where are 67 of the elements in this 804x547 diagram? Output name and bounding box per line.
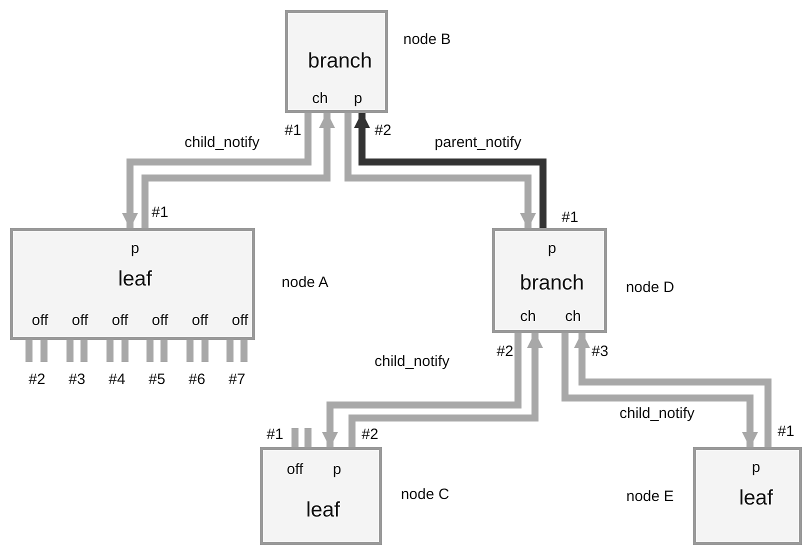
edge-label: child_notify [617, 406, 697, 422]
port-label: p [548, 240, 556, 258]
module-box [492, 228, 607, 333]
port-label: off [286, 462, 304, 478]
channel-number: #1 [152, 204, 168, 222]
port-stub [202, 340, 208, 362]
port-label: ch [312, 90, 328, 108]
channel-number: #7 [228, 372, 246, 388]
port-stub [40, 340, 48, 362]
port-stub [146, 340, 154, 362]
port-stub [106, 340, 114, 362]
channel-number: #3 [592, 344, 608, 360]
arrow [122, 113, 312, 229]
port-stub [304, 428, 312, 447]
port-stub [66, 340, 74, 362]
port-label: ch [520, 308, 536, 326]
port-stub [160, 340, 168, 362]
port-label: ch [565, 308, 581, 326]
channel-number: #2 [362, 426, 378, 444]
port-stub [122, 340, 128, 362]
port-label: p [354, 90, 362, 108]
port-label: p [752, 460, 760, 476]
port-label: off [152, 312, 168, 330]
port-label: off [72, 312, 88, 330]
node-name-label: node D [626, 280, 674, 296]
port-stub [186, 340, 194, 362]
channel-number: #2 [28, 372, 46, 388]
module-box [10, 228, 255, 340]
channel-number: #4 [108, 372, 126, 388]
edge-label: child_notify [182, 134, 262, 152]
port-label: off [232, 312, 248, 330]
node-name-label: node A [282, 274, 328, 292]
module-type-label: leaf [118, 267, 152, 291]
node-name-label: node B [403, 32, 451, 48]
arrow [322, 333, 522, 448]
port-label: off [32, 312, 48, 330]
channel-number: #2 [496, 344, 514, 360]
port-stub [240, 340, 248, 362]
port-stub [292, 428, 298, 447]
channel-number: #2 [374, 122, 392, 140]
port-label: p [130, 240, 140, 258]
port-label: off [192, 312, 208, 330]
channel-number: #3 [68, 372, 86, 388]
module-type-label: leaf [739, 486, 773, 510]
arrow [142, 112, 335, 228]
channel-number: #1 [562, 210, 578, 226]
node-name-label: node E [626, 488, 674, 506]
node-name-label: node C [400, 486, 450, 504]
port-label: p [332, 462, 342, 478]
module-type-label: branch [520, 271, 584, 295]
channel-number: #1 [778, 424, 794, 440]
channel-number: #1 [284, 122, 302, 140]
channel-number: #6 [188, 372, 206, 388]
edge-label: child_notify [372, 354, 452, 370]
channel-number: #1 [266, 426, 284, 444]
module-box [285, 10, 388, 113]
port-label: off [112, 312, 128, 330]
port-stub [80, 340, 88, 362]
channel-number: #5 [148, 372, 166, 388]
module-box [260, 447, 382, 545]
module-box [693, 447, 802, 545]
arrow [348, 332, 543, 447]
module-type-label: leaf [306, 498, 340, 522]
port-stub [26, 340, 32, 362]
port-stub [226, 340, 234, 362]
edge-label: parent_notify [432, 134, 524, 152]
module-type-label: branch [308, 49, 372, 73]
